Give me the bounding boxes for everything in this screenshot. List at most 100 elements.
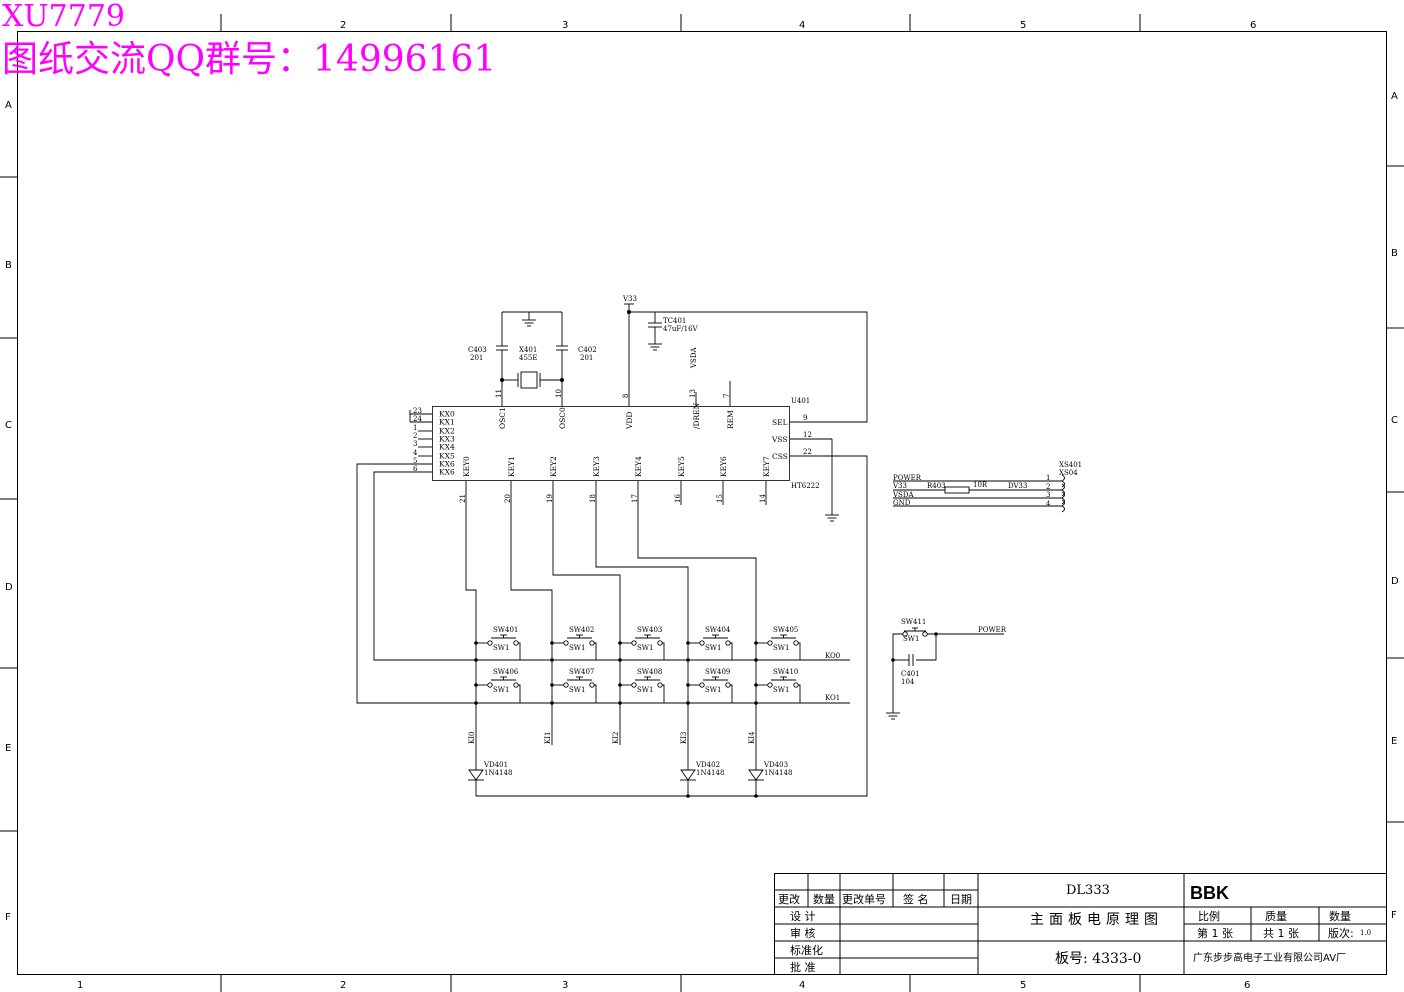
tb-brand: BBK bbox=[1190, 883, 1229, 903]
switch-ref: SW407 bbox=[569, 668, 594, 676]
row-label-left: B bbox=[5, 260, 12, 271]
ic-pin-number: 8 bbox=[622, 394, 630, 398]
row-label-right: E bbox=[1391, 736, 1397, 747]
col-label-top: 2 bbox=[340, 20, 346, 31]
row-label-right: B bbox=[1391, 248, 1398, 259]
col-label-bottom: 4 bbox=[799, 980, 805, 991]
ic-pin-name: SEL bbox=[772, 418, 788, 427]
tb-mass: 质量 bbox=[1265, 910, 1287, 923]
vsda-label: VSDA bbox=[690, 347, 698, 369]
col-label-top: 4 bbox=[799, 20, 805, 31]
switch-type: SW1 bbox=[637, 686, 653, 694]
ic-pin-name: KEY4 bbox=[634, 456, 643, 477]
ki-label: KI3 bbox=[680, 732, 688, 744]
ic-pin-number: 22 bbox=[803, 448, 812, 456]
tact-switch bbox=[756, 676, 801, 703]
tb-approve: 批 准 bbox=[790, 960, 816, 974]
tb-header-qty: 数量 bbox=[813, 893, 835, 906]
ic-pin-number: 23 bbox=[413, 407, 422, 415]
ko-label: KO1 bbox=[825, 694, 840, 702]
ic-pin-number: 19 bbox=[546, 494, 554, 503]
switch-type: SW1 bbox=[569, 644, 585, 652]
tb-model: DL333 bbox=[1066, 883, 1110, 898]
switch-ref: SW402 bbox=[569, 626, 594, 634]
switch-ref: SW410 bbox=[773, 668, 798, 676]
switch-type: SW1 bbox=[773, 644, 789, 652]
c401-value: 104 bbox=[901, 678, 915, 686]
ic-pin-number: 6 bbox=[413, 465, 418, 473]
ic-pin-name: /DREN bbox=[692, 402, 701, 429]
ic-pin-number: 21 bbox=[459, 494, 467, 503]
tact-switch bbox=[688, 634, 733, 660]
ic-pin-number: 11 bbox=[495, 389, 503, 398]
c402-ref: C402 bbox=[578, 346, 597, 354]
ic-pin-number: 13 bbox=[689, 389, 697, 398]
connector-ref2: XS04 bbox=[1059, 469, 1078, 477]
switch-type: SW1 bbox=[493, 686, 509, 694]
col-label-bottom: 5 bbox=[1020, 980, 1026, 991]
connector-pin-number: 4 bbox=[1046, 500, 1051, 508]
row-label-left: A bbox=[5, 100, 12, 111]
connector-pin-label: VSDA bbox=[892, 491, 914, 499]
ic-pin-name: KX0 bbox=[439, 410, 455, 419]
connector-pin-label: V33 bbox=[892, 482, 907, 490]
tb-company: 广东步步高电子工业有限公司AV厂 bbox=[1193, 951, 1346, 964]
diode-part: 1N4148 bbox=[484, 769, 512, 777]
tb-review: 审 核 bbox=[790, 926, 816, 940]
diode-ref: VD401 bbox=[483, 761, 508, 769]
ic-pin-name: KEY7 bbox=[762, 456, 771, 477]
switch-ref: SW403 bbox=[637, 626, 662, 634]
tb-title: 主面板电原理图 bbox=[1030, 912, 1163, 928]
ki-label: KI4 bbox=[748, 731, 756, 744]
ic-pin-name: OSC0 bbox=[558, 407, 567, 429]
ic-pin-name: KEY6 bbox=[719, 456, 728, 477]
ic-pin-name: KX4 bbox=[439, 443, 455, 452]
ic-pin-name: REM bbox=[726, 410, 735, 429]
ic-pin-number: 9 bbox=[803, 414, 807, 422]
c401-ref: C401 bbox=[901, 670, 920, 678]
ic-pin-number: 24 bbox=[413, 415, 422, 423]
connector-pin-number: 3 bbox=[1046, 491, 1050, 499]
switch-ref: SW408 bbox=[637, 668, 662, 676]
ic-pin-name: KEY1 bbox=[507, 456, 516, 477]
row-label-left: E bbox=[5, 743, 11, 754]
ic-pin-number: 12 bbox=[803, 431, 812, 439]
c403-value: 201 bbox=[470, 354, 483, 362]
diode-part: 1N4148 bbox=[696, 769, 724, 777]
row-label-left: F bbox=[5, 912, 11, 923]
tb-scale: 比例 bbox=[1198, 909, 1220, 923]
ic-pin-name: OSC1 bbox=[498, 407, 507, 429]
ic-pin-number: 17 bbox=[631, 494, 639, 503]
switch-type: SW1 bbox=[705, 644, 721, 652]
ic-pin-number: 3 bbox=[413, 440, 417, 448]
row-label-right: F bbox=[1391, 910, 1397, 921]
switch-type: SW1 bbox=[569, 686, 585, 694]
tact-switch bbox=[620, 676, 665, 703]
v33-label: V33 bbox=[622, 295, 637, 303]
tb-header-change: 更改 bbox=[778, 892, 800, 906]
col-label-bottom: 1 bbox=[77, 980, 83, 991]
ic-pin-name: VSS bbox=[771, 435, 788, 444]
connector-pin-label: POWER bbox=[893, 474, 922, 482]
tb-sheet: 第 1 张 bbox=[1197, 926, 1233, 940]
ic-pin-name: KEY2 bbox=[549, 456, 558, 477]
row-label-right: C bbox=[1391, 415, 1398, 426]
x401-value: 455E bbox=[519, 354, 537, 362]
tb-version-value: 1.0 bbox=[1360, 929, 1371, 937]
tb-total: 共 1 张 bbox=[1263, 927, 1299, 940]
ic-pin-name: KEY0 bbox=[462, 456, 471, 477]
tb-board: 板号: 4333-0 bbox=[1055, 951, 1141, 967]
ic-part: HT6222 bbox=[791, 482, 820, 490]
tb-design: 设 计 bbox=[790, 910, 816, 923]
col-label-bottom: 3 bbox=[562, 980, 568, 991]
diode-ref: VD402 bbox=[695, 761, 720, 769]
ic-pin-number: 20 bbox=[504, 494, 512, 503]
tb-standard: 标准化 bbox=[790, 943, 823, 957]
tact-switch bbox=[476, 634, 521, 660]
ic-pin-number: 7 bbox=[723, 394, 731, 398]
ic-pin-name: KX2 bbox=[439, 427, 455, 436]
ic-ref: U401 bbox=[791, 397, 810, 405]
switch-ref: SW405 bbox=[773, 626, 798, 634]
resistor-ref: R403 bbox=[927, 482, 946, 490]
